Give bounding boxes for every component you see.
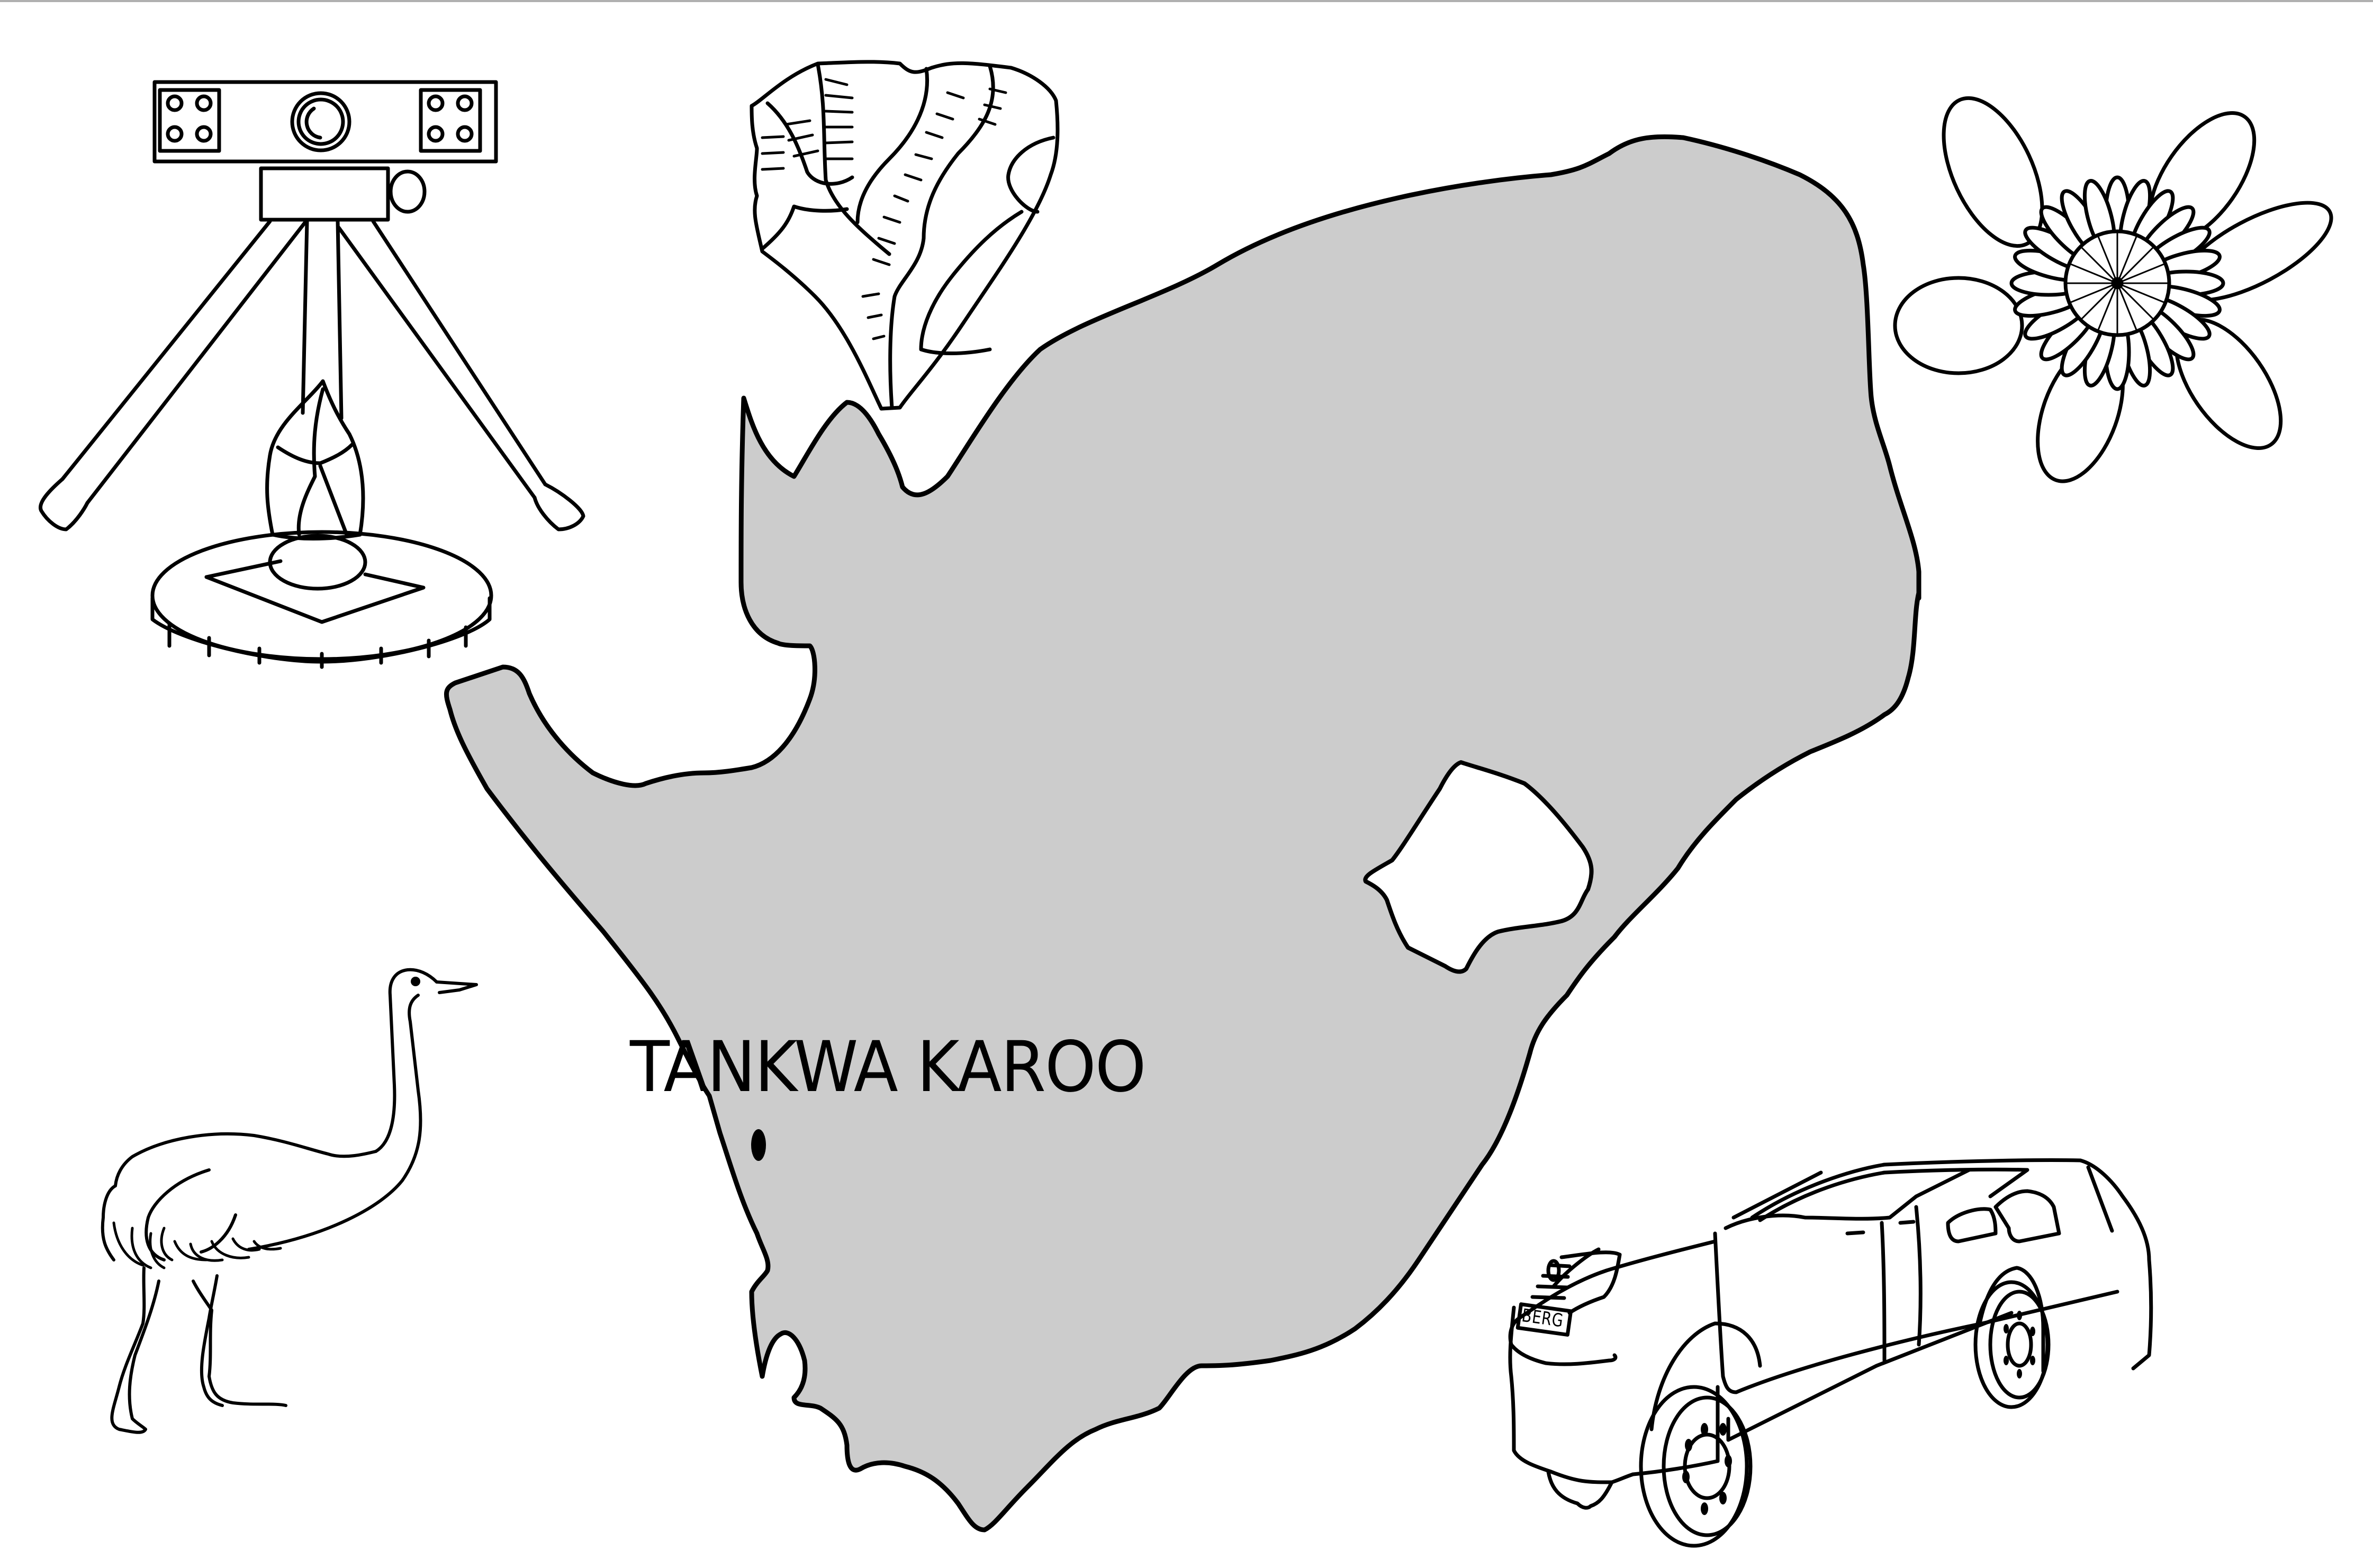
stone-hand-axe-illustration [750,60,1060,411]
location-marker-dot [751,1129,766,1161]
location-label-tankwa-karoo: TANKWA KAROO [630,1026,1146,1108]
ostrich-illustration [101,968,478,1434]
lesotho-enclave [1363,760,1594,974]
daisy-flower-illustration [1893,96,2333,483]
pickup-truck-illustration [1508,1158,2153,1548]
south-africa-map [444,134,1921,1533]
tripod-scanner-illustration [39,80,585,669]
top-border [0,0,2373,2]
country-outline [444,134,1921,1533]
